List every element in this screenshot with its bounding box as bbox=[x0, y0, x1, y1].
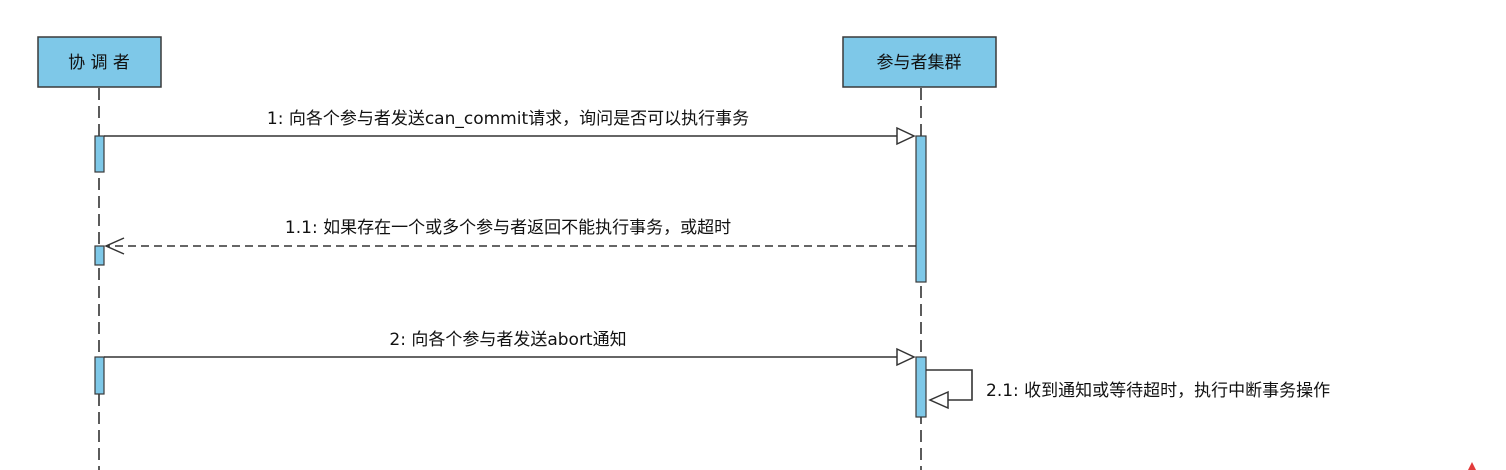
message-2: 2: 向各个参与者发送abort通知 bbox=[104, 330, 916, 367]
message-1-1-label: 1.1: 如果存在一个或多个参与者返回不能执行事务，或超时 bbox=[285, 218, 731, 238]
message-1: 1: 向各个参与者发送can_commit请求，询问是否可以执行事务 bbox=[104, 109, 916, 146]
coordinator-box bbox=[37, 36, 162, 88]
participant-cluster[interactable]: 参与者集群 bbox=[842, 36, 997, 88]
corner-red-mark bbox=[1468, 462, 1476, 470]
message-1-arrowhead bbox=[896, 126, 916, 146]
message-2-1: 2.1: 收到通知或等待超时，执行中断事务操作 bbox=[926, 369, 1330, 410]
message-1-1: 1.1: 如果存在一个或多个参与者返回不能执行事务，或超时 bbox=[104, 218, 916, 255]
message-1-label: 1: 向各个参与者发送can_commit请求，询问是否可以执行事务 bbox=[267, 109, 749, 129]
coordinator-activation-2 bbox=[94, 245, 105, 266]
message-2-1-line bbox=[926, 369, 973, 401]
message-2-label: 2: 向各个参与者发送abort通知 bbox=[389, 330, 626, 350]
participant-coordinator[interactable]: 协 调 者 bbox=[37, 36, 162, 88]
coordinator-label: 协 调 者 bbox=[68, 53, 130, 73]
message-2-1-arrowhead bbox=[928, 390, 949, 410]
cluster-activation-1 bbox=[915, 135, 927, 283]
coordinator-activation-3 bbox=[94, 356, 105, 395]
cluster-activation-2 bbox=[915, 356, 927, 418]
coordinator-activation-1 bbox=[94, 135, 105, 173]
cluster-box bbox=[842, 36, 997, 88]
message-1-1-arrowhead bbox=[104, 237, 125, 255]
message-2-1-label: 2.1: 收到通知或等待超时，执行中断事务操作 bbox=[986, 381, 1330, 401]
cluster-label: 参与者集群 bbox=[877, 53, 962, 73]
message-2-arrowhead bbox=[896, 347, 916, 367]
